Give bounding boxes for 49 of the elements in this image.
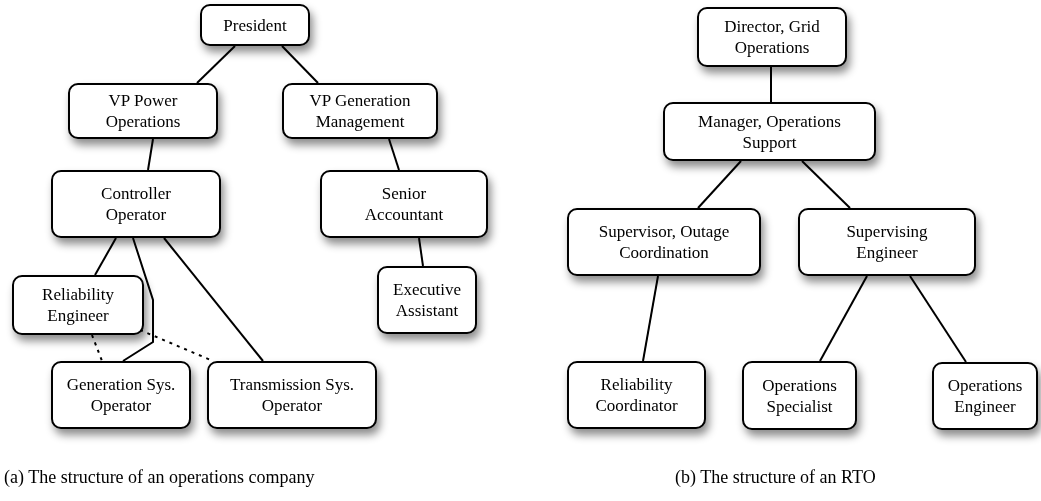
org-box [697,7,847,67]
org-box [320,170,488,238]
role-title: Controller Operator [100,183,172,225]
connector-line [642,275,659,362]
role-title: Operations Specialist [761,374,838,417]
org-box [200,4,310,46]
connector-line [163,237,264,362]
figure-caption: (a) The structure of an operations company [4,467,315,488]
connector-line [281,45,319,84]
role-title: Transmission Sys. Operator [228,374,356,416]
connector-line [801,160,851,209]
org-box [742,361,857,430]
connector-line [909,275,967,363]
role-title: Executive Assistant [392,279,462,321]
connector-line [770,66,772,103]
role-title: VP Generation Management [308,90,412,132]
org-box [798,208,976,276]
org-box [932,362,1038,430]
org-box [282,83,438,139]
connector-line [418,237,424,267]
org-box [377,266,477,334]
org-box [663,102,876,161]
org-box [567,208,761,276]
role-title: Reliability Coordinator [594,374,679,416]
role-title: Supervisor, Outage Coordination [597,221,731,263]
dotted-connector [91,334,103,362]
role-title: Supervising Engineer [845,221,929,263]
role-title: Director, Grid Operations [723,16,821,58]
org-box [12,275,144,335]
figure-caption: (b) The structure of an RTO [675,467,876,488]
connector-line [819,275,868,362]
connector-line [122,237,154,362]
connector-line [94,237,117,276]
role-title: Senior Accountant [363,183,445,225]
org-box [68,83,218,139]
role-title: President [222,14,288,36]
org-box [51,361,191,429]
org-box [207,361,377,429]
role-title: Operations Engineer [946,375,1024,417]
role-title: VP Power Operations [104,90,182,132]
role-title: Reliability Engineer [41,284,115,326]
connector-line [196,45,236,84]
org-box [51,170,221,238]
org-box [567,361,706,429]
role-title: Generation Sys. Operator [65,374,177,416]
connector-line [697,160,742,209]
connector-line [147,138,154,171]
connector-line [388,138,400,171]
role-title: Manager, Operations Support [697,110,842,153]
